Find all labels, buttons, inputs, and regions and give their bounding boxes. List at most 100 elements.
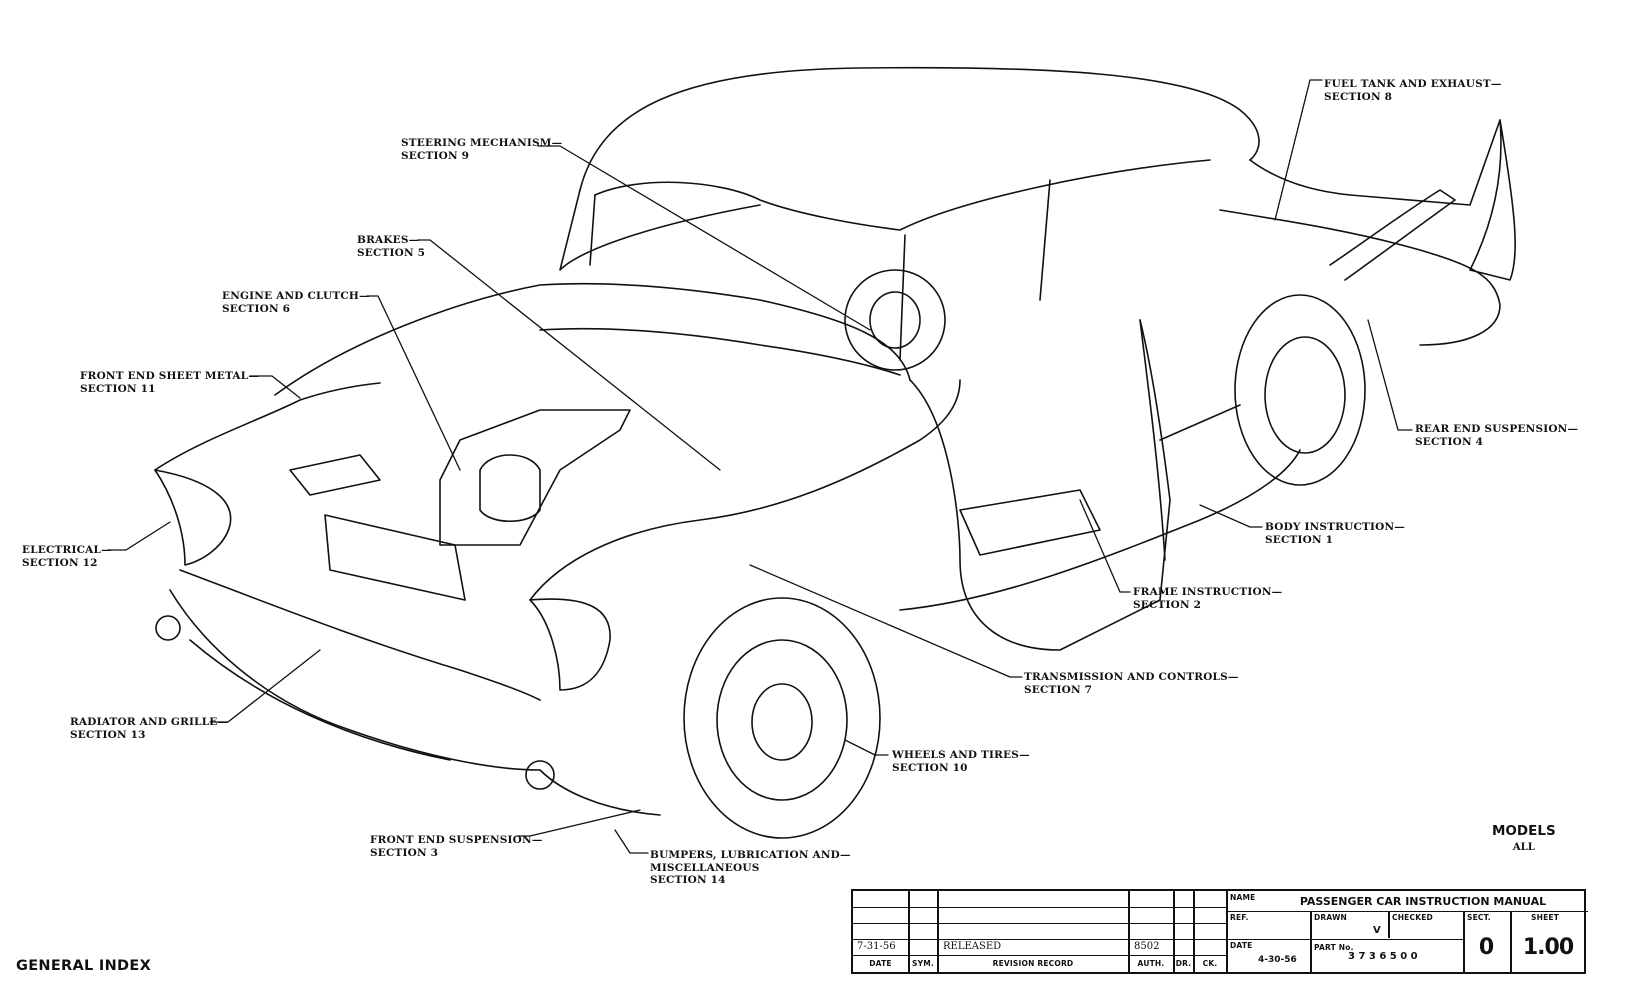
steering-wheel bbox=[844, 269, 946, 371]
car-roof-inner bbox=[594, 159, 1211, 231]
callout-fuel-tank: FUEL TANK AND EXHAUST— SECTION 8 bbox=[1324, 78, 1502, 103]
bumper bbox=[169, 589, 661, 816]
revision-date: 7-31-56 bbox=[857, 941, 896, 952]
callout-front-suspension: FRONT END SUSPENSION— SECTION 3 bbox=[370, 834, 543, 859]
part-label: PART No. bbox=[1314, 943, 1354, 952]
page-title: GENERAL INDEX bbox=[16, 958, 152, 974]
date-value: 4-30-56 bbox=[1258, 955, 1297, 965]
rear-quarter bbox=[1219, 209, 1501, 346]
callout-wheels: WHEELS AND TIRES— SECTION 10 bbox=[892, 749, 1030, 774]
windshield bbox=[559, 189, 761, 271]
models-label: MODELS ALL bbox=[1492, 823, 1556, 853]
exhaust bbox=[1329, 189, 1456, 281]
revision-auth: 8502 bbox=[1134, 941, 1160, 952]
sect-value: 0 bbox=[1478, 935, 1495, 960]
callout-rear-suspension: REAR END SUSPENSION— SECTION 4 bbox=[1415, 423, 1578, 448]
name-label: NAME bbox=[1230, 893, 1256, 902]
callout-title: BUMPERS, LUBRICATION AND— bbox=[650, 849, 851, 861]
callout-bumpers: BUMPERS, LUBRICATION AND— MISCELLANEOUS … bbox=[650, 849, 851, 887]
rear-wheel-rim bbox=[1264, 336, 1346, 454]
front-wheel bbox=[683, 597, 881, 839]
bumper-guard-right bbox=[525, 760, 555, 790]
ref-label: REF. bbox=[1230, 913, 1249, 922]
sheet-value: 1.00 bbox=[1522, 935, 1574, 960]
callout-title: ELECTRICAL— bbox=[22, 544, 112, 556]
manual-name: PASSENGER CAR INSTRUCTION MANUAL bbox=[1299, 895, 1547, 908]
headlight-right bbox=[529, 598, 611, 691]
callout-title: RADIATOR AND GRILLE— bbox=[70, 716, 229, 728]
front-fender-left bbox=[154, 382, 381, 471]
front-wheel-rim bbox=[716, 639, 848, 801]
callout-title: STEERING MECHANISM— bbox=[401, 137, 563, 149]
rocker bbox=[899, 449, 1301, 611]
callout-section: SECTION 3 bbox=[370, 846, 439, 859]
drawn-value: V bbox=[1373, 925, 1381, 936]
part-number: 3 7 3 6 5 0 0 bbox=[1348, 951, 1418, 962]
sheet-label: SHEET bbox=[1531, 913, 1560, 922]
header-sym: SYM. bbox=[912, 959, 934, 968]
callout-section: SECTION 10 bbox=[892, 761, 968, 774]
engine bbox=[439, 409, 631, 546]
header-revision-record: REVISION RECORD bbox=[992, 959, 1074, 968]
callout-engine: ENGINE AND CLUTCH— SECTION 6 bbox=[222, 290, 370, 315]
hood bbox=[274, 282, 911, 396]
car-roof bbox=[579, 66, 1260, 191]
header-auth: AUTH. bbox=[1137, 959, 1165, 968]
callout-subtitle: MISCELLANEOUS bbox=[650, 861, 760, 874]
callout-body: BODY INSTRUCTION— SECTION 1 bbox=[1265, 521, 1405, 546]
callout-section: SECTION 12 bbox=[22, 556, 98, 569]
callout-title: BODY INSTRUCTION— bbox=[1265, 521, 1405, 533]
callout-steering: STEERING MECHANISM— SECTION 9 bbox=[401, 137, 562, 162]
callout-section: SECTION 4 bbox=[1415, 435, 1484, 448]
callout-section: SECTION 1 bbox=[1265, 533, 1334, 546]
callout-title: ENGINE AND CLUTCH— bbox=[222, 290, 370, 302]
bumper-guard-left bbox=[155, 615, 181, 641]
air-cleaner bbox=[479, 454, 541, 522]
callout-section: SECTION 2 bbox=[1133, 598, 1202, 611]
models-heading: MODELS bbox=[1492, 823, 1556, 839]
callout-section: SECTION 9 bbox=[401, 149, 470, 162]
tail-fin bbox=[1469, 119, 1516, 281]
callout-electrical: ELECTRICAL— SECTION 12 bbox=[22, 544, 112, 569]
revision-record: RELEASED bbox=[943, 941, 1002, 952]
callout-title: WHEELS AND TIRES— bbox=[892, 749, 1030, 761]
callout-title: FRAME INSTRUCTION— bbox=[1133, 586, 1283, 598]
battery bbox=[289, 454, 381, 496]
leader-lines bbox=[107, 79, 1413, 854]
callout-title: FRONT END SUSPENSION— bbox=[370, 834, 543, 846]
callout-transmission: TRANSMISSION AND CONTROLS— SECTION 7 bbox=[1024, 671, 1239, 696]
title-block: 7-31-56 RELEASED 8502 DATE SYM. REVISION… bbox=[851, 889, 1588, 974]
callout-title: FUEL TANK AND EXHAUST— bbox=[1324, 78, 1502, 90]
driveshaft bbox=[1159, 404, 1241, 441]
drawn-label: DRAWN bbox=[1314, 913, 1348, 922]
header-ck: CK. bbox=[1202, 959, 1218, 968]
body-side bbox=[909, 319, 1171, 651]
header-dr: DR. bbox=[1175, 959, 1192, 968]
rear-wheel bbox=[1234, 294, 1366, 486]
callout-brakes: BRAKES— SECTION 5 bbox=[357, 234, 425, 259]
callout-front-sheet-metal: FRONT END SHEET METAL— SECTION 11 bbox=[80, 370, 259, 395]
callout-section: SECTION 6 bbox=[222, 302, 291, 315]
bumper-lower bbox=[189, 639, 451, 761]
door-line bbox=[1139, 319, 1166, 561]
callout-title: BRAKES— bbox=[357, 234, 420, 246]
grille bbox=[179, 569, 541, 701]
checked-label: CHECKED bbox=[1392, 913, 1433, 922]
callout-radiator: RADIATOR AND GRILLE— SECTION 13 bbox=[70, 716, 228, 741]
frame bbox=[959, 489, 1101, 556]
radiator bbox=[324, 514, 466, 601]
hood-inner bbox=[539, 327, 901, 376]
sect-label: SECT. bbox=[1467, 913, 1491, 922]
front-fender-right bbox=[529, 379, 961, 601]
callout-section: SECTION 13 bbox=[70, 728, 146, 741]
rear-deck bbox=[1249, 119, 1501, 206]
callout-section: SECTION 8 bbox=[1324, 90, 1393, 103]
callout-frame: FRAME INSTRUCTION— SECTION 2 bbox=[1133, 586, 1282, 611]
a-pillar bbox=[899, 179, 1051, 361]
callout-section: SECTION 11 bbox=[80, 382, 156, 395]
front-hubcap bbox=[751, 683, 813, 761]
headlight-left bbox=[154, 469, 232, 566]
callout-section: SECTION 5 bbox=[357, 246, 426, 259]
callout-section: SECTION 7 bbox=[1024, 683, 1093, 696]
